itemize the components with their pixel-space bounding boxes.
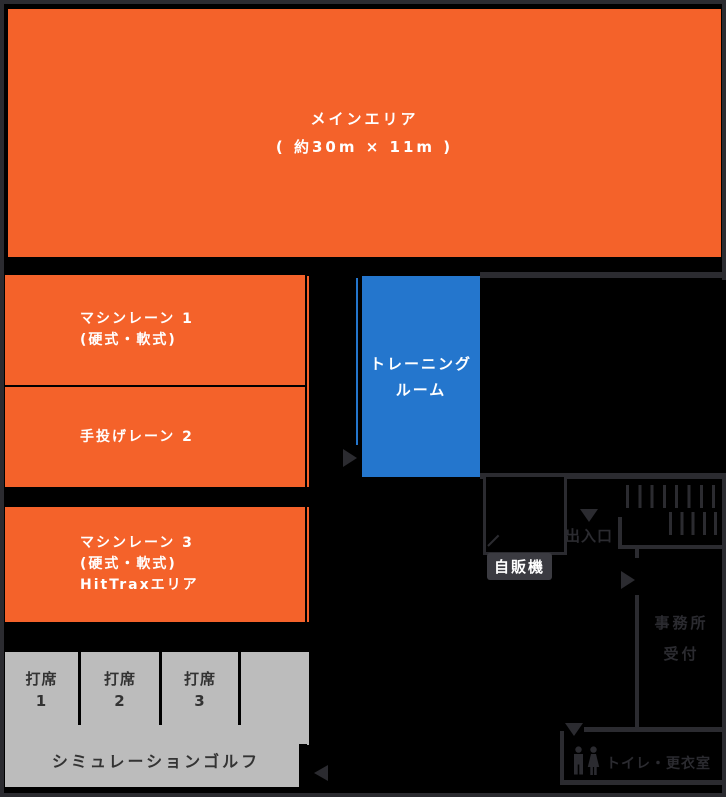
golf-door-notch xyxy=(299,744,307,787)
lane3-net-stripe xyxy=(307,507,309,622)
batting-box-3-num: 3 xyxy=(194,692,206,710)
lane3-hittrax: HitTraxエリア xyxy=(80,577,199,593)
golf-entry-arrow-icon xyxy=(314,765,328,781)
lane12-net-stripe xyxy=(307,276,309,487)
lane1-name: マシンレーン 1 xyxy=(80,311,194,327)
batting-box-2-label: 打席 xyxy=(103,670,136,688)
golf-net-stripe xyxy=(307,652,309,745)
room-upper-right-bottom-wall xyxy=(480,473,726,479)
outline-top xyxy=(0,0,726,4)
batting-box-2-num: 2 xyxy=(114,692,126,710)
outline-left xyxy=(0,0,4,797)
training-room-line1: トレーニング xyxy=(369,354,472,373)
entrance-label: 出入口 xyxy=(564,527,613,545)
machine-lane-1: マシンレーン 1 (硬式・軟式) xyxy=(5,275,305,385)
training-room: トレーニング ルーム xyxy=(362,276,480,477)
main-area-size: ( 約30m × 11m ) xyxy=(275,138,454,156)
stairs-icon xyxy=(626,485,715,508)
seat-divider-1 xyxy=(78,647,81,725)
lane3-type: (硬式・軟式) xyxy=(80,556,177,572)
simulation-golf-label: シミュレーションゴルフ xyxy=(51,752,261,771)
vending-machine-badge: 自販機 xyxy=(487,553,552,580)
outline-bottom xyxy=(0,793,726,797)
toilet-left-wall xyxy=(560,731,564,785)
office-label: 事務所 xyxy=(654,614,709,632)
training-net-stripe xyxy=(356,278,358,445)
seat-divider-3 xyxy=(238,647,241,725)
office-wall-upper xyxy=(635,549,639,558)
machine-lane-3: マシンレーン 3 (硬式・軟式) HitTraxエリア xyxy=(5,507,305,622)
stairs-icon-lower xyxy=(669,512,719,535)
man-icon xyxy=(574,746,583,775)
outline-right-upper xyxy=(722,0,726,280)
office-entry-arrow-icon xyxy=(621,571,635,589)
batting-box-3: 打席 3 xyxy=(162,668,238,712)
batting-box-1-label: 打席 xyxy=(25,670,58,688)
woman-icon xyxy=(587,746,600,775)
hand-throw-lane-2: 手投げレーン 2 xyxy=(5,387,305,487)
main-area-title: メインエリア xyxy=(310,110,419,128)
training-room-line2: ルーム xyxy=(395,380,447,399)
office-wall-lower xyxy=(635,595,639,729)
reception-label: 受付 xyxy=(663,645,700,663)
outline-right-lower xyxy=(722,473,726,797)
toilet-entry-arrow-icon xyxy=(565,723,583,736)
simulation-golf-area xyxy=(5,652,307,787)
batting-box-2: 打席 2 xyxy=(81,668,159,712)
training-room-entry-arrow-icon xyxy=(343,449,357,467)
batting-box-1-num: 1 xyxy=(35,692,48,710)
batting-box-1: 打席 1 xyxy=(5,668,78,712)
toilet-label: トイレ・更衣室 xyxy=(606,756,711,772)
toilet-top-wall xyxy=(584,727,726,732)
main-area: メインエリア ( 約30m × 11m ) xyxy=(8,9,721,257)
entrance-wall-horizontal xyxy=(618,545,726,549)
entrance-wall-vertical xyxy=(618,517,622,549)
lane1-type: (硬式・軟式) xyxy=(80,332,177,348)
batting-box-3-label: 打席 xyxy=(183,670,216,688)
vending-machine-label: 自販機 xyxy=(493,558,545,576)
entrance-arrow-icon xyxy=(580,509,598,522)
room-upper-right-top-wall xyxy=(480,272,726,278)
lane2-name: 手投げレーン 2 xyxy=(80,428,194,445)
vending-machine-box xyxy=(483,474,567,555)
toilet-bottom-wall xyxy=(560,780,726,785)
seat-divider-2 xyxy=(159,647,162,725)
lane3-name: マシンレーン 3 xyxy=(80,535,194,551)
